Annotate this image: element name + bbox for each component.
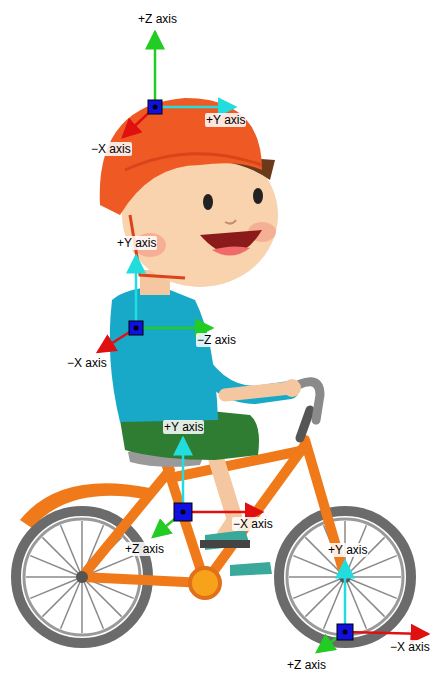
axis-label: −X axis — [389, 640, 431, 654]
axis-label: +Y axis — [327, 543, 368, 557]
spoke — [305, 577, 345, 617]
stem — [300, 410, 310, 438]
spoke — [345, 576, 401, 578]
axis-label: +Z axis — [286, 658, 327, 672]
spoke — [42, 577, 82, 617]
chainring — [190, 568, 220, 598]
wheels — [16, 511, 411, 643]
axis-label: +Z axis — [137, 12, 178, 26]
spoke — [81, 577, 83, 633]
spoke — [82, 577, 103, 629]
sleeve — [190, 345, 290, 395]
spoke — [345, 556, 397, 577]
shoe — [230, 562, 272, 576]
spoke — [42, 537, 82, 577]
spoke — [61, 525, 82, 577]
spoke — [30, 577, 82, 598]
arm — [225, 388, 290, 395]
axis-label: +Z axis — [124, 542, 165, 556]
axis-label: +Y axis — [163, 420, 204, 434]
spoke — [289, 576, 345, 578]
axis-label: −Z axis — [196, 333, 237, 347]
spoke — [293, 577, 345, 598]
axis-label: +Y axis — [205, 113, 246, 127]
spoke — [26, 576, 82, 578]
axis-label: +Y axis — [116, 236, 157, 250]
axis-label: −X axis — [232, 517, 274, 531]
bike-frame — [82, 440, 345, 583]
spoke — [345, 577, 385, 617]
helmet — [100, 98, 262, 215]
spoke — [345, 577, 366, 629]
axis-label: −X axis — [90, 142, 132, 156]
frame-origin — [129, 100, 353, 640]
axis-label: −X axis — [66, 356, 108, 370]
